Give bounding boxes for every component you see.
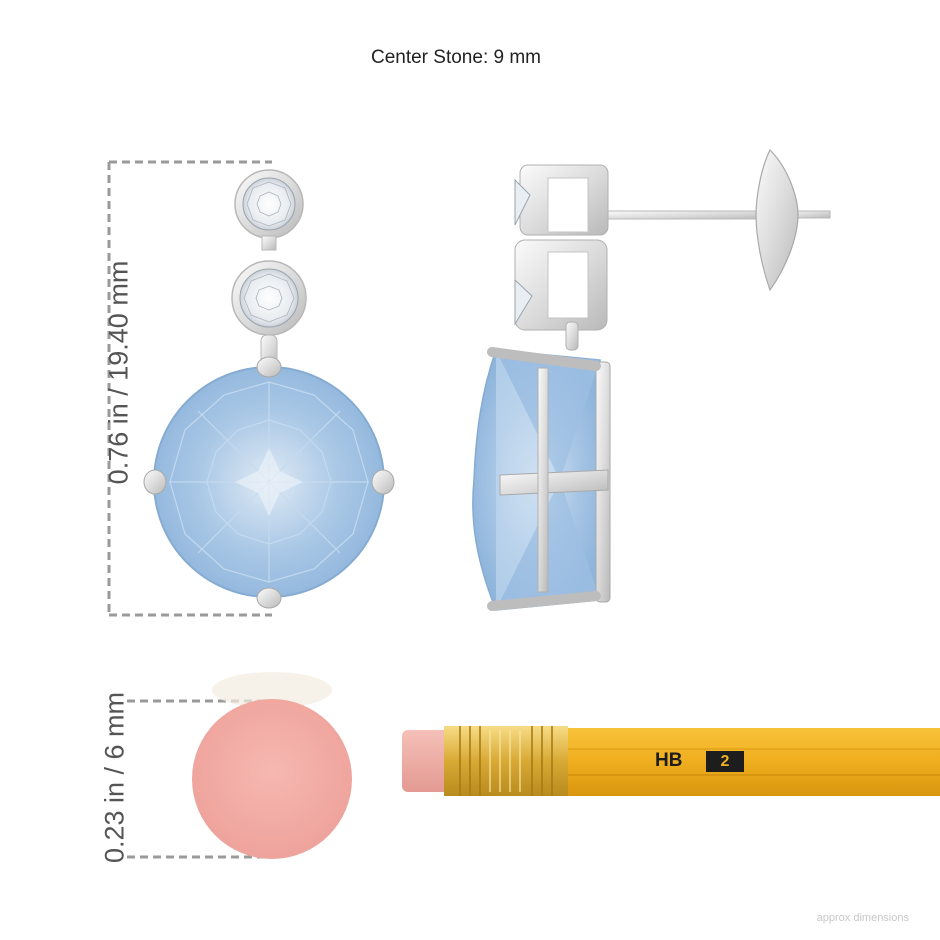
approx-dimensions-note: approx dimensions xyxy=(816,912,909,924)
pencil-number-label: 2 xyxy=(720,753,730,770)
earring-side-view xyxy=(472,148,831,611)
eraser-top-view xyxy=(192,672,352,859)
pencil-grade-label: HB xyxy=(655,750,683,771)
earring-dimension-bracket xyxy=(107,160,272,617)
pencil-illustration xyxy=(402,726,940,796)
earring-length-label: 0.76 in / 19.40 mm xyxy=(103,260,134,485)
earring-front-view xyxy=(143,169,395,609)
eraser-diameter-label: 0.23 in / 6 mm xyxy=(99,691,130,864)
center-stone-label: Center Stone: 9 mm xyxy=(370,47,542,68)
